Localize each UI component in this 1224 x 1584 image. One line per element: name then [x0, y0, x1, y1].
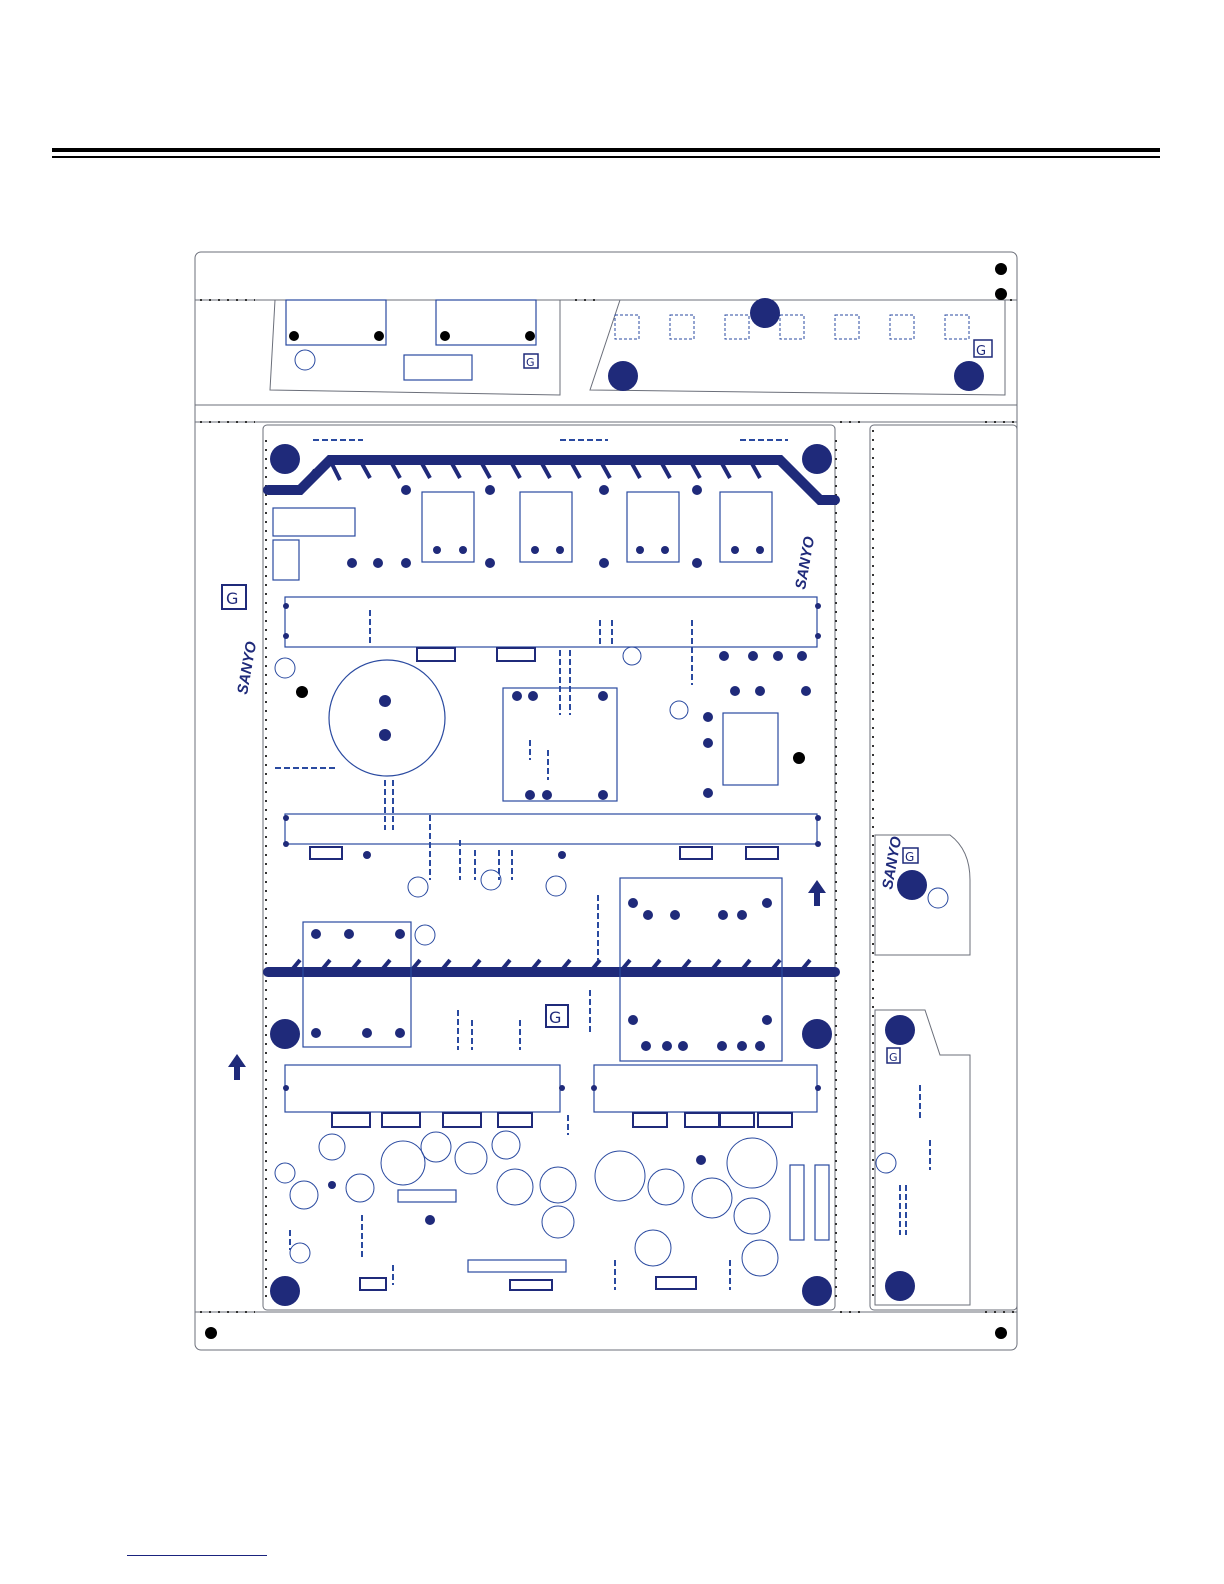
heatsink-rail-2 — [285, 814, 817, 844]
ground-mark-text: G — [226, 589, 238, 608]
main-capacitor — [329, 660, 445, 776]
ground-mark-text: G — [526, 356, 535, 369]
main-board-outline — [263, 425, 835, 1310]
ground-mark-text: G — [549, 1008, 561, 1027]
ground-mark-text: G — [976, 344, 986, 359]
top-connector-board — [270, 300, 560, 395]
heatsink-rail-4 — [594, 1065, 817, 1112]
heatsink-rail-3 — [285, 1065, 560, 1112]
brand-logo-top-right: SANYO — [792, 535, 818, 591]
arrow-up-icon — [228, 880, 826, 1080]
ground-mark-text: G — [889, 1051, 898, 1064]
ground-mark-text: G — [905, 850, 914, 864]
mounting-hole — [750, 298, 780, 328]
heatsink-rail-1 — [285, 597, 817, 647]
transformer-3 — [303, 922, 411, 1047]
top-control-board — [590, 300, 1005, 395]
power-trace-top — [268, 460, 835, 500]
brand-logo-left: SANYO — [234, 640, 260, 696]
footer-link-rule[interactable] — [127, 1555, 267, 1556]
